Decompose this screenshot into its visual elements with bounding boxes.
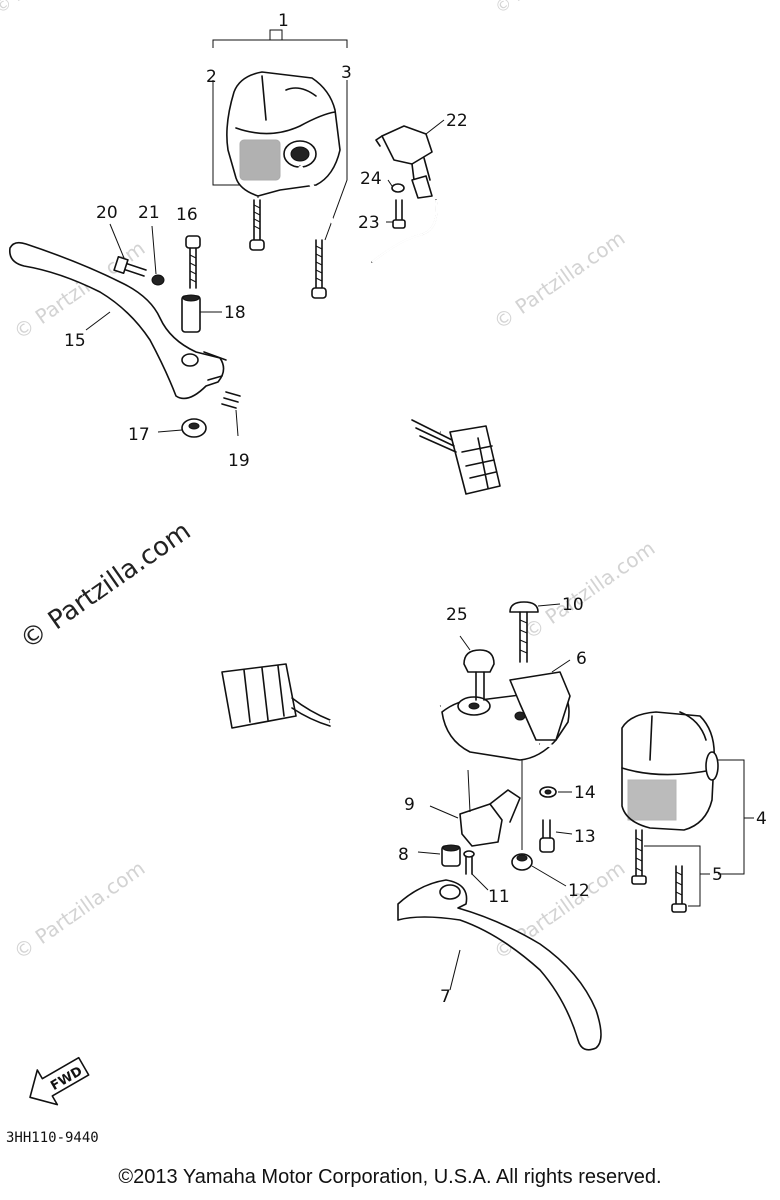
callout-1: 1 (278, 11, 289, 31)
callout-2: 2 (206, 67, 217, 87)
callout-8: 8 (398, 845, 409, 865)
bolt-16 (185, 235, 201, 249)
lower-switch-assembly (221, 601, 754, 1051)
callout-21: 21 (138, 203, 160, 223)
leader-22 (425, 119, 445, 135)
callout-19: 19 (228, 451, 250, 471)
callout-16: 16 (176, 205, 198, 225)
bracket-4 (718, 759, 754, 875)
watermark-5: © Partzilla.com (489, 856, 629, 964)
callout-14: 14 (574, 783, 596, 803)
callout-6: 6 (576, 649, 587, 669)
bolt-13 (539, 837, 555, 853)
callout-18: 18 (224, 303, 246, 323)
callout-11: 11 (488, 887, 510, 907)
callout-20: 20 (96, 203, 118, 223)
brake-switch-22 (381, 125, 433, 165)
callout-9: 9 (404, 795, 415, 815)
cap-25 (463, 649, 495, 673)
callout-12: 12 (568, 881, 590, 901)
diagram-part-number: 3HH110-9440 (6, 1130, 99, 1146)
callout-4: 4 (756, 809, 767, 829)
fwd-arrow-icon: FWD (29, 1056, 90, 1106)
leader-6 (551, 659, 571, 673)
callout-22: 22 (446, 111, 468, 131)
brake-lever-7 (397, 879, 602, 1051)
callout-17: 17 (128, 425, 150, 445)
callout-13: 13 (574, 827, 596, 847)
watermark-6: © Partzilla.com (0, 0, 103, 17)
copyright-notice: ©2013 Yamaha Motor Corporation, U.S.A. A… (118, 1166, 662, 1188)
leader-15 (85, 311, 111, 331)
bracket-5 (644, 845, 710, 907)
callout-15: 15 (64, 331, 86, 351)
callout-5: 5 (712, 865, 723, 885)
screw-11 (465, 855, 473, 875)
leader-10 (537, 603, 561, 607)
watermark-main: © Partzilla.com (15, 516, 197, 656)
screw-3 (315, 239, 323, 289)
bolt-10 (509, 601, 539, 613)
right-connector (221, 663, 297, 729)
leader-7 (449, 949, 461, 991)
leader-17 (157, 429, 183, 433)
watermark-3: © Partzilla.com (519, 536, 659, 644)
callout-23: 23 (358, 213, 380, 233)
watermark-7: © Partzilla.com (491, 0, 603, 17)
callout-10: 10 (562, 595, 584, 615)
callout-25: 25 (446, 605, 468, 625)
upper-switch-assembly (8, 29, 501, 495)
screw-2 (253, 199, 261, 241)
callout-labels: 1 2 3 22 24 23 20 21 16 18 15 17 19 25 1… (64, 11, 767, 1007)
washer-24 (391, 183, 405, 193)
front-brake-switch-9 (459, 803, 503, 847)
clamp-6 (509, 671, 571, 741)
clutch-lever-15 (8, 241, 225, 400)
callout-7: 7 (440, 987, 451, 1007)
spring-19 (221, 391, 241, 409)
callout-24: 24 (360, 169, 382, 189)
screw-23 (395, 199, 403, 223)
callout-3: 3 (341, 63, 352, 83)
watermark-4: © Partzilla.com (9, 856, 149, 964)
right-switch-housing (621, 711, 716, 831)
nut-21 (151, 274, 165, 286)
bracket-1 (212, 29, 348, 48)
left-connector (449, 425, 501, 495)
left-switch-housing (226, 71, 341, 197)
watermark-2: © Partzilla.com (489, 226, 629, 334)
